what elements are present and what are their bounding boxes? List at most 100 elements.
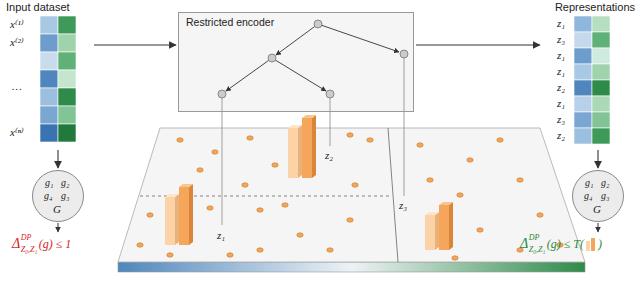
data-point: [347, 218, 353, 222]
bar-top: [425, 212, 439, 215]
function-name: G: [593, 203, 601, 216]
representation-plane: [118, 128, 585, 262]
table-cell: [58, 52, 76, 70]
table-cell: [574, 32, 592, 48]
leader-line: [330, 98, 331, 146]
table-cell: [592, 112, 610, 128]
formula-part: (g) ≤ 1: [39, 238, 72, 252]
plane-edge-band: [118, 262, 585, 272]
flow-arrow: [94, 44, 176, 45]
row-label: …: [12, 80, 22, 93]
data-point: [297, 233, 303, 237]
table-cell: [592, 80, 610, 96]
function-class-circle: g₁g₂g₄g₃G: [32, 170, 84, 222]
function-name: g₁: [585, 177, 593, 189]
bar-side: [189, 184, 193, 245]
data-point: [367, 138, 373, 142]
bar-front: [165, 197, 175, 245]
table-cell: [58, 16, 76, 34]
table-cell: [574, 64, 592, 80]
table-cell: [58, 34, 76, 52]
encoder-background: [178, 12, 414, 112]
table-cell: [574, 48, 592, 64]
table-cell: [592, 48, 610, 64]
encoder-tree: [218, 20, 408, 98]
formula-part: DP: [21, 233, 32, 242]
table-cell: [592, 64, 610, 80]
bar-top: [288, 125, 302, 128]
tree-node: [268, 54, 276, 62]
data-point: [212, 150, 218, 154]
data-point: [207, 206, 213, 210]
table-cell: [40, 34, 58, 52]
bar-top: [179, 184, 193, 187]
formula-part: DP: [529, 233, 540, 242]
function-name: g₂: [601, 177, 609, 189]
function-name: g₁: [45, 177, 53, 189]
bar-side: [435, 212, 439, 250]
data-point: [137, 243, 143, 247]
row-label: x⁽²⁾: [10, 36, 24, 49]
panel-heading: Input dataset: [6, 1, 70, 14]
representation-label: z₁: [557, 65, 565, 78]
representation-label: z₃: [557, 33, 565, 46]
data-point: [417, 143, 423, 147]
table-cell: [574, 128, 592, 144]
formula-part: Δ: [12, 236, 20, 252]
function-name: g₃: [61, 190, 69, 202]
formula-part: Δ: [520, 236, 528, 252]
data-point: [427, 178, 433, 182]
formula-part: Z₀,Z₁: [21, 245, 37, 254]
data-point: [327, 248, 333, 252]
data-point: [197, 168, 203, 172]
table-cell: [574, 112, 592, 128]
table-cell: [40, 52, 58, 70]
data-point: [242, 183, 248, 187]
representation-label: z₁: [557, 17, 565, 30]
data-point: [177, 138, 183, 142]
table-cell: [574, 96, 592, 112]
data-point: [227, 253, 233, 257]
representation-label: z₂: [557, 81, 565, 94]
bar-top: [302, 115, 316, 118]
partition-line: [388, 128, 398, 262]
table-cell: [40, 70, 58, 88]
region-label: z₂: [325, 149, 333, 162]
box-title: Restricted encoder: [186, 16, 274, 28]
table-cell: [58, 70, 76, 88]
table-cell: [40, 88, 58, 106]
bar-front: [179, 187, 189, 245]
panel-heading: Representations: [555, 1, 635, 14]
bar-front: [288, 128, 298, 178]
table-cell: [58, 88, 76, 106]
representation-label: z₂: [557, 129, 565, 142]
data-point: [537, 213, 543, 217]
data-point: [282, 203, 288, 207]
data-point: [257, 208, 263, 212]
bar-side: [312, 115, 316, 178]
function-class-circle: g₁g₂g₄g₃G: [572, 170, 624, 222]
bar-front: [425, 215, 435, 250]
leader-line: [222, 98, 223, 225]
result-arrow: [58, 223, 59, 232]
data-point: [467, 158, 473, 162]
function-name: g₄: [44, 190, 52, 202]
table-cell: [592, 128, 610, 144]
table-cell: [574, 80, 592, 96]
tree-node: [326, 90, 334, 98]
function-name: G: [53, 203, 61, 216]
table-cell: [40, 106, 58, 124]
representation-label: z₁: [557, 49, 565, 62]
bar-side: [175, 194, 179, 245]
tree-edge: [318, 24, 399, 52]
table-cell: [592, 16, 610, 32]
tree-edge: [226, 58, 272, 91]
data-points: [137, 133, 563, 260]
bar-side: [449, 202, 453, 250]
bar-pair: [288, 115, 316, 178]
connectors: [58, 45, 598, 168]
data-point: [272, 163, 278, 167]
bars-icon: [585, 237, 597, 251]
